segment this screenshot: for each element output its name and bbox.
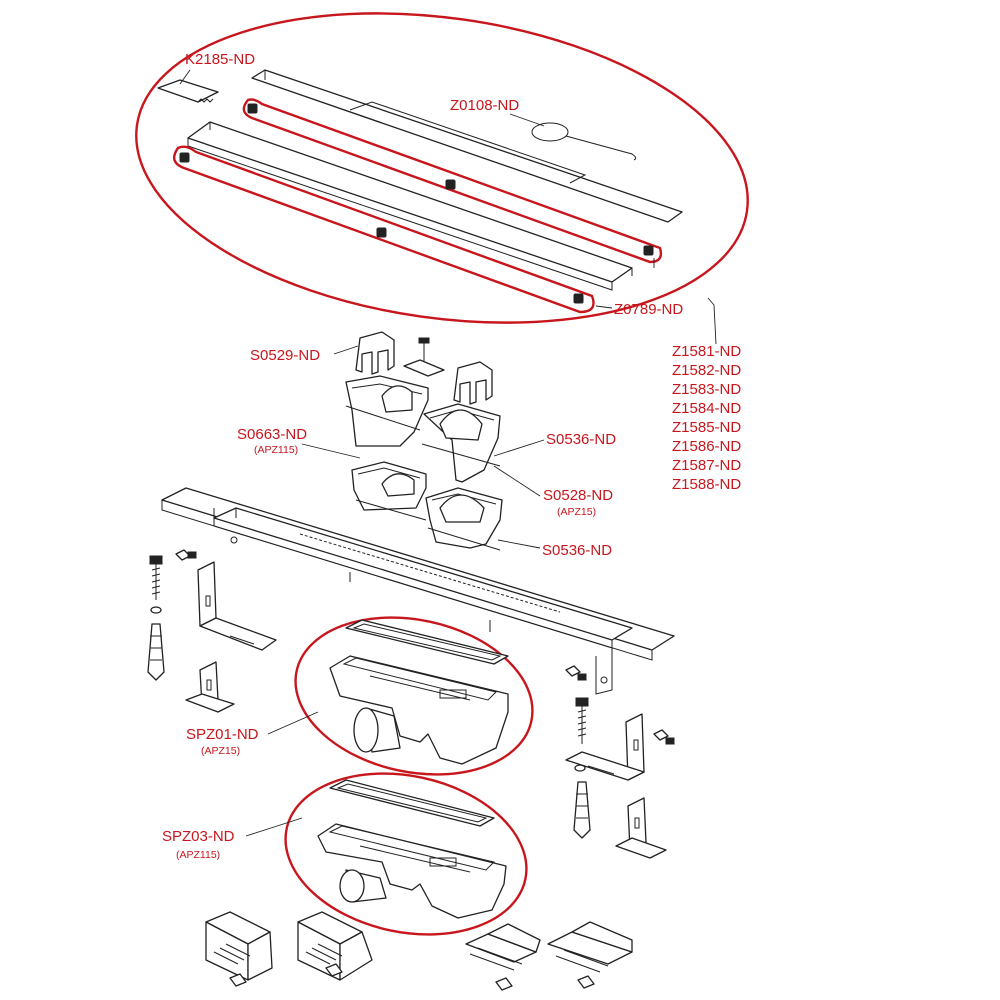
clip-part	[453, 361, 493, 405]
top-kit-group: K2185-ND Z0108-ND Z0789-ND	[135, 12, 749, 345]
frame-profile-part	[187, 121, 633, 283]
siphon-gasket-part	[329, 779, 495, 827]
mounting-foot-part	[565, 713, 645, 781]
label-k2185: K2185-ND	[185, 51, 255, 68]
label-s0528-sub: (APZ15)	[557, 506, 596, 518]
drain-channel-part	[161, 487, 675, 695]
label-s0536-bottom: S0536-ND	[542, 542, 612, 559]
set-code-item: Z1581-ND	[672, 343, 741, 360]
siphon-outlet-pipe	[353, 707, 401, 753]
mounting-foot-part	[185, 661, 235, 713]
wall-plug-part	[147, 623, 165, 681]
support-bracket-part	[297, 911, 373, 981]
nut-bolt-part	[565, 665, 587, 681]
label-z0789: Z0789-ND	[614, 301, 683, 318]
trap-insert-part	[421, 403, 501, 483]
siphon-spz01-group: SPZ01-ND (APZ15)	[186, 616, 534, 776]
siphon-spz01-highlight	[294, 616, 534, 776]
mounting-hardware-left	[147, 549, 277, 713]
kit-code-list: Z1581-ND Z1582-ND Z1583-ND Z1584-ND Z158…	[672, 343, 741, 493]
siphon-spz03-group: SPZ03-ND (APZ115)	[162, 772, 528, 936]
anchor-screw-part	[149, 555, 163, 614]
spacer-pad-part	[157, 79, 219, 103]
trap-insert-part	[345, 375, 429, 447]
nut-bolt-part	[653, 729, 675, 745]
odour-trap-group: S0529-ND S0663-ND (APZ115) S0536-ND S052…	[237, 331, 616, 559]
screw-bracket-part	[403, 337, 445, 377]
label-spz01: SPZ01-ND	[186, 726, 259, 743]
mounting-foot-part	[615, 797, 667, 859]
set-code-item: Z1586-ND	[672, 438, 741, 455]
grate-cover-part	[251, 69, 683, 223]
support-bracket-part	[547, 921, 633, 989]
nut-bolt-part	[175, 549, 197, 561]
trap-insert-part	[351, 461, 427, 521]
mounting-foot-part	[197, 561, 277, 651]
label-s0536-top: S0536-ND	[546, 431, 616, 448]
set-code-item: Z1582-ND	[672, 362, 741, 379]
label-s0528: S0528-ND	[543, 487, 613, 504]
label-z0108: Z0108-ND	[450, 97, 519, 114]
spacer-strip-lower	[172, 145, 595, 314]
label-s0663: S0663-ND	[237, 426, 307, 443]
label-s0529: S0529-ND	[250, 347, 320, 364]
set-code-item: Z1585-ND	[672, 419, 741, 436]
siphon-body-part	[329, 655, 509, 765]
wall-plug-part	[573, 781, 591, 839]
siphon-outlet-pipe	[339, 869, 387, 903]
set-code-item: Z1584-ND	[672, 400, 741, 417]
spacer-strip-upper	[242, 98, 663, 264]
siphon-body-part	[317, 823, 507, 919]
support-bracket-part	[465, 923, 541, 991]
clip-part	[355, 331, 395, 375]
set-code-item: Z1587-ND	[672, 457, 741, 474]
trap-insert-part	[425, 487, 503, 551]
lifting-hook-part	[509, 113, 637, 161]
label-spz03: SPZ03-ND	[162, 828, 235, 845]
siphon-spz03-highlight	[284, 772, 528, 936]
mounting-hardware-right	[565, 665, 675, 859]
support-bracket-row	[205, 911, 633, 991]
label-spz03-sub: (APZ115)	[176, 849, 220, 861]
top-group-highlight	[135, 12, 749, 324]
support-bracket-part	[205, 911, 273, 987]
set-code-item: Z1588-ND	[672, 476, 741, 493]
set-code-item: Z1583-ND	[672, 381, 741, 398]
label-s0663-sub: (APZ115)	[254, 444, 298, 456]
siphon-gasket-part	[345, 619, 509, 665]
label-spz01-sub: (APZ15)	[201, 745, 240, 757]
